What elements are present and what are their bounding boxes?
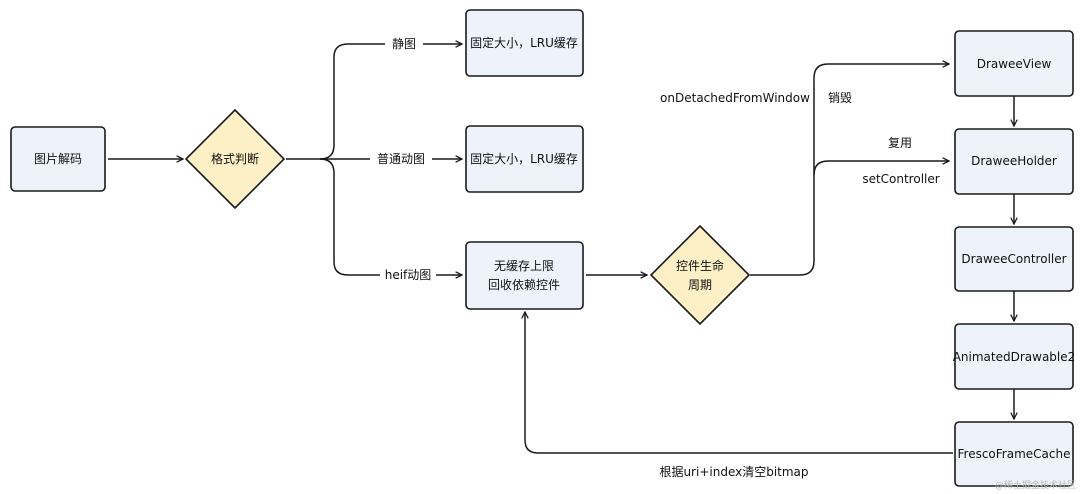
edges bbox=[108, 43, 1014, 454]
node-animated-drawable-label: AnimatedDrawable2 bbox=[953, 350, 1076, 364]
edge-format-to-static bbox=[286, 43, 385, 160]
edge-label-destroy: 销毁 bbox=[828, 90, 852, 105]
edge-label-heif-anim: heif动图 bbox=[385, 268, 432, 282]
node-heif-cache: 无缓存上限 回收依赖控件 bbox=[465, 241, 584, 310]
node-drawee-holder: DraweeHolder bbox=[954, 128, 1074, 195]
edge-label-clear-bitmap: 根据uri+index清空bitmap bbox=[659, 465, 808, 479]
node-normal-cache-label: 固定大小，LRU缓存 bbox=[470, 151, 578, 166]
node-image-decode-label: 图片解码 bbox=[34, 152, 82, 166]
edge-label-static: 静图 bbox=[392, 37, 416, 51]
watermark: @稀土掘金技术社区 bbox=[995, 479, 1076, 491]
edge-label-on-detached: onDetachedFromWindow bbox=[660, 91, 810, 105]
node-animated-drawable: AnimatedDrawable2 bbox=[953, 323, 1076, 390]
edge-label-set-controller: setController bbox=[862, 172, 939, 186]
node-lifecycle-line1: 控件生命 bbox=[676, 258, 724, 273]
edge-labels: 静图 普通动图 heif动图 onDetachedFromWindow 销毁 复… bbox=[377, 37, 940, 479]
edge-format-to-heif bbox=[319, 158, 380, 276]
edge-label-normal-anim: 普通动图 bbox=[377, 152, 425, 166]
edge-framecache-to-heif-cache bbox=[525, 312, 953, 454]
node-lifecycle-line2: 周期 bbox=[688, 278, 712, 292]
node-drawee-controller: DraweeController bbox=[954, 226, 1074, 292]
node-heif-cache-line1: 无缓存上限 bbox=[494, 259, 554, 273]
edge-lifecycle-to-holder bbox=[813, 161, 949, 176]
node-format-check-label: 格式判断 bbox=[211, 151, 259, 166]
node-drawee-holder-label: DraweeHolder bbox=[971, 154, 1057, 168]
node-static-cache-label: 固定大小，LRU缓存 bbox=[470, 35, 578, 50]
node-heif-cache-line2: 回收依赖控件 bbox=[488, 277, 560, 292]
node-drawee-view-label: DraweeView bbox=[977, 57, 1052, 71]
node-drawee-controller-label: DraweeController bbox=[961, 252, 1066, 266]
node-image-decode: 图片解码 bbox=[10, 126, 106, 192]
node-fresco-frame-cache-label: FrescoFrameCache bbox=[958, 447, 1071, 461]
node-normal-cache: 固定大小，LRU缓存 bbox=[465, 125, 584, 193]
node-format-check: 格式判断 bbox=[184, 108, 286, 210]
node-static-cache: 固定大小，LRU缓存 bbox=[465, 9, 584, 77]
node-drawee-view: DraweeView bbox=[954, 30, 1074, 97]
edge-label-reuse: 复用 bbox=[888, 136, 912, 150]
node-fresco-frame-cache: FrescoFrameCache bbox=[954, 421, 1074, 487]
node-lifecycle: 控件生命 周期 bbox=[649, 224, 751, 326]
